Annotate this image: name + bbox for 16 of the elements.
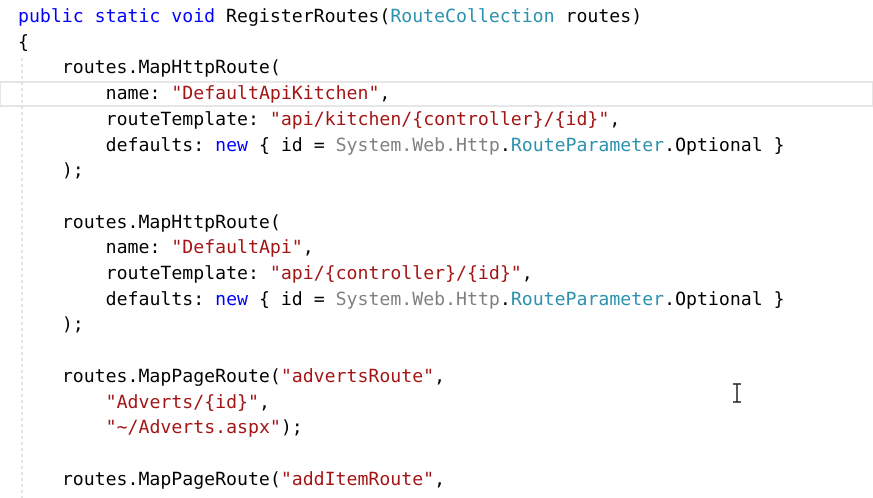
code-line: routeTemplate: "api/{controller}/{id}", bbox=[106, 263, 533, 285]
code-line: name: "DefaultApi", bbox=[106, 237, 314, 260]
code-line: ); bbox=[62, 314, 84, 336]
code-line: routes.MapHttpRoute( bbox=[62, 212, 281, 234]
code-line: public static void RegisterRoutes(RouteCollection routes) bbox=[18, 6, 642, 28]
code-line: routes.MapPageRoute("addItemRoute", bbox=[62, 468, 446, 491]
code-line: name: "DefaultApiKitchen", bbox=[106, 83, 390, 106]
code-line: { bbox=[18, 32, 29, 54]
code-line: routes.MapPageRoute("advertsRoute", bbox=[62, 366, 446, 388]
code-line: routeTemplate: "api/kitchen/{controller}/{id}", bbox=[106, 108, 620, 131]
code-line: defaults: new { id = System.Web.Http.RouteParameter.Optional } bbox=[106, 134, 785, 156]
code-line: defaults: new { id = System.Web.Http.RouteParameter.Optional } bbox=[106, 288, 785, 311]
code-line: "Adverts/{id}", bbox=[106, 392, 270, 414]
code-line: routes.MapHttpRoute( bbox=[62, 57, 281, 80]
code-line: ); bbox=[62, 160, 84, 182]
code-line: "~/Adverts.aspx"); bbox=[106, 417, 303, 440]
